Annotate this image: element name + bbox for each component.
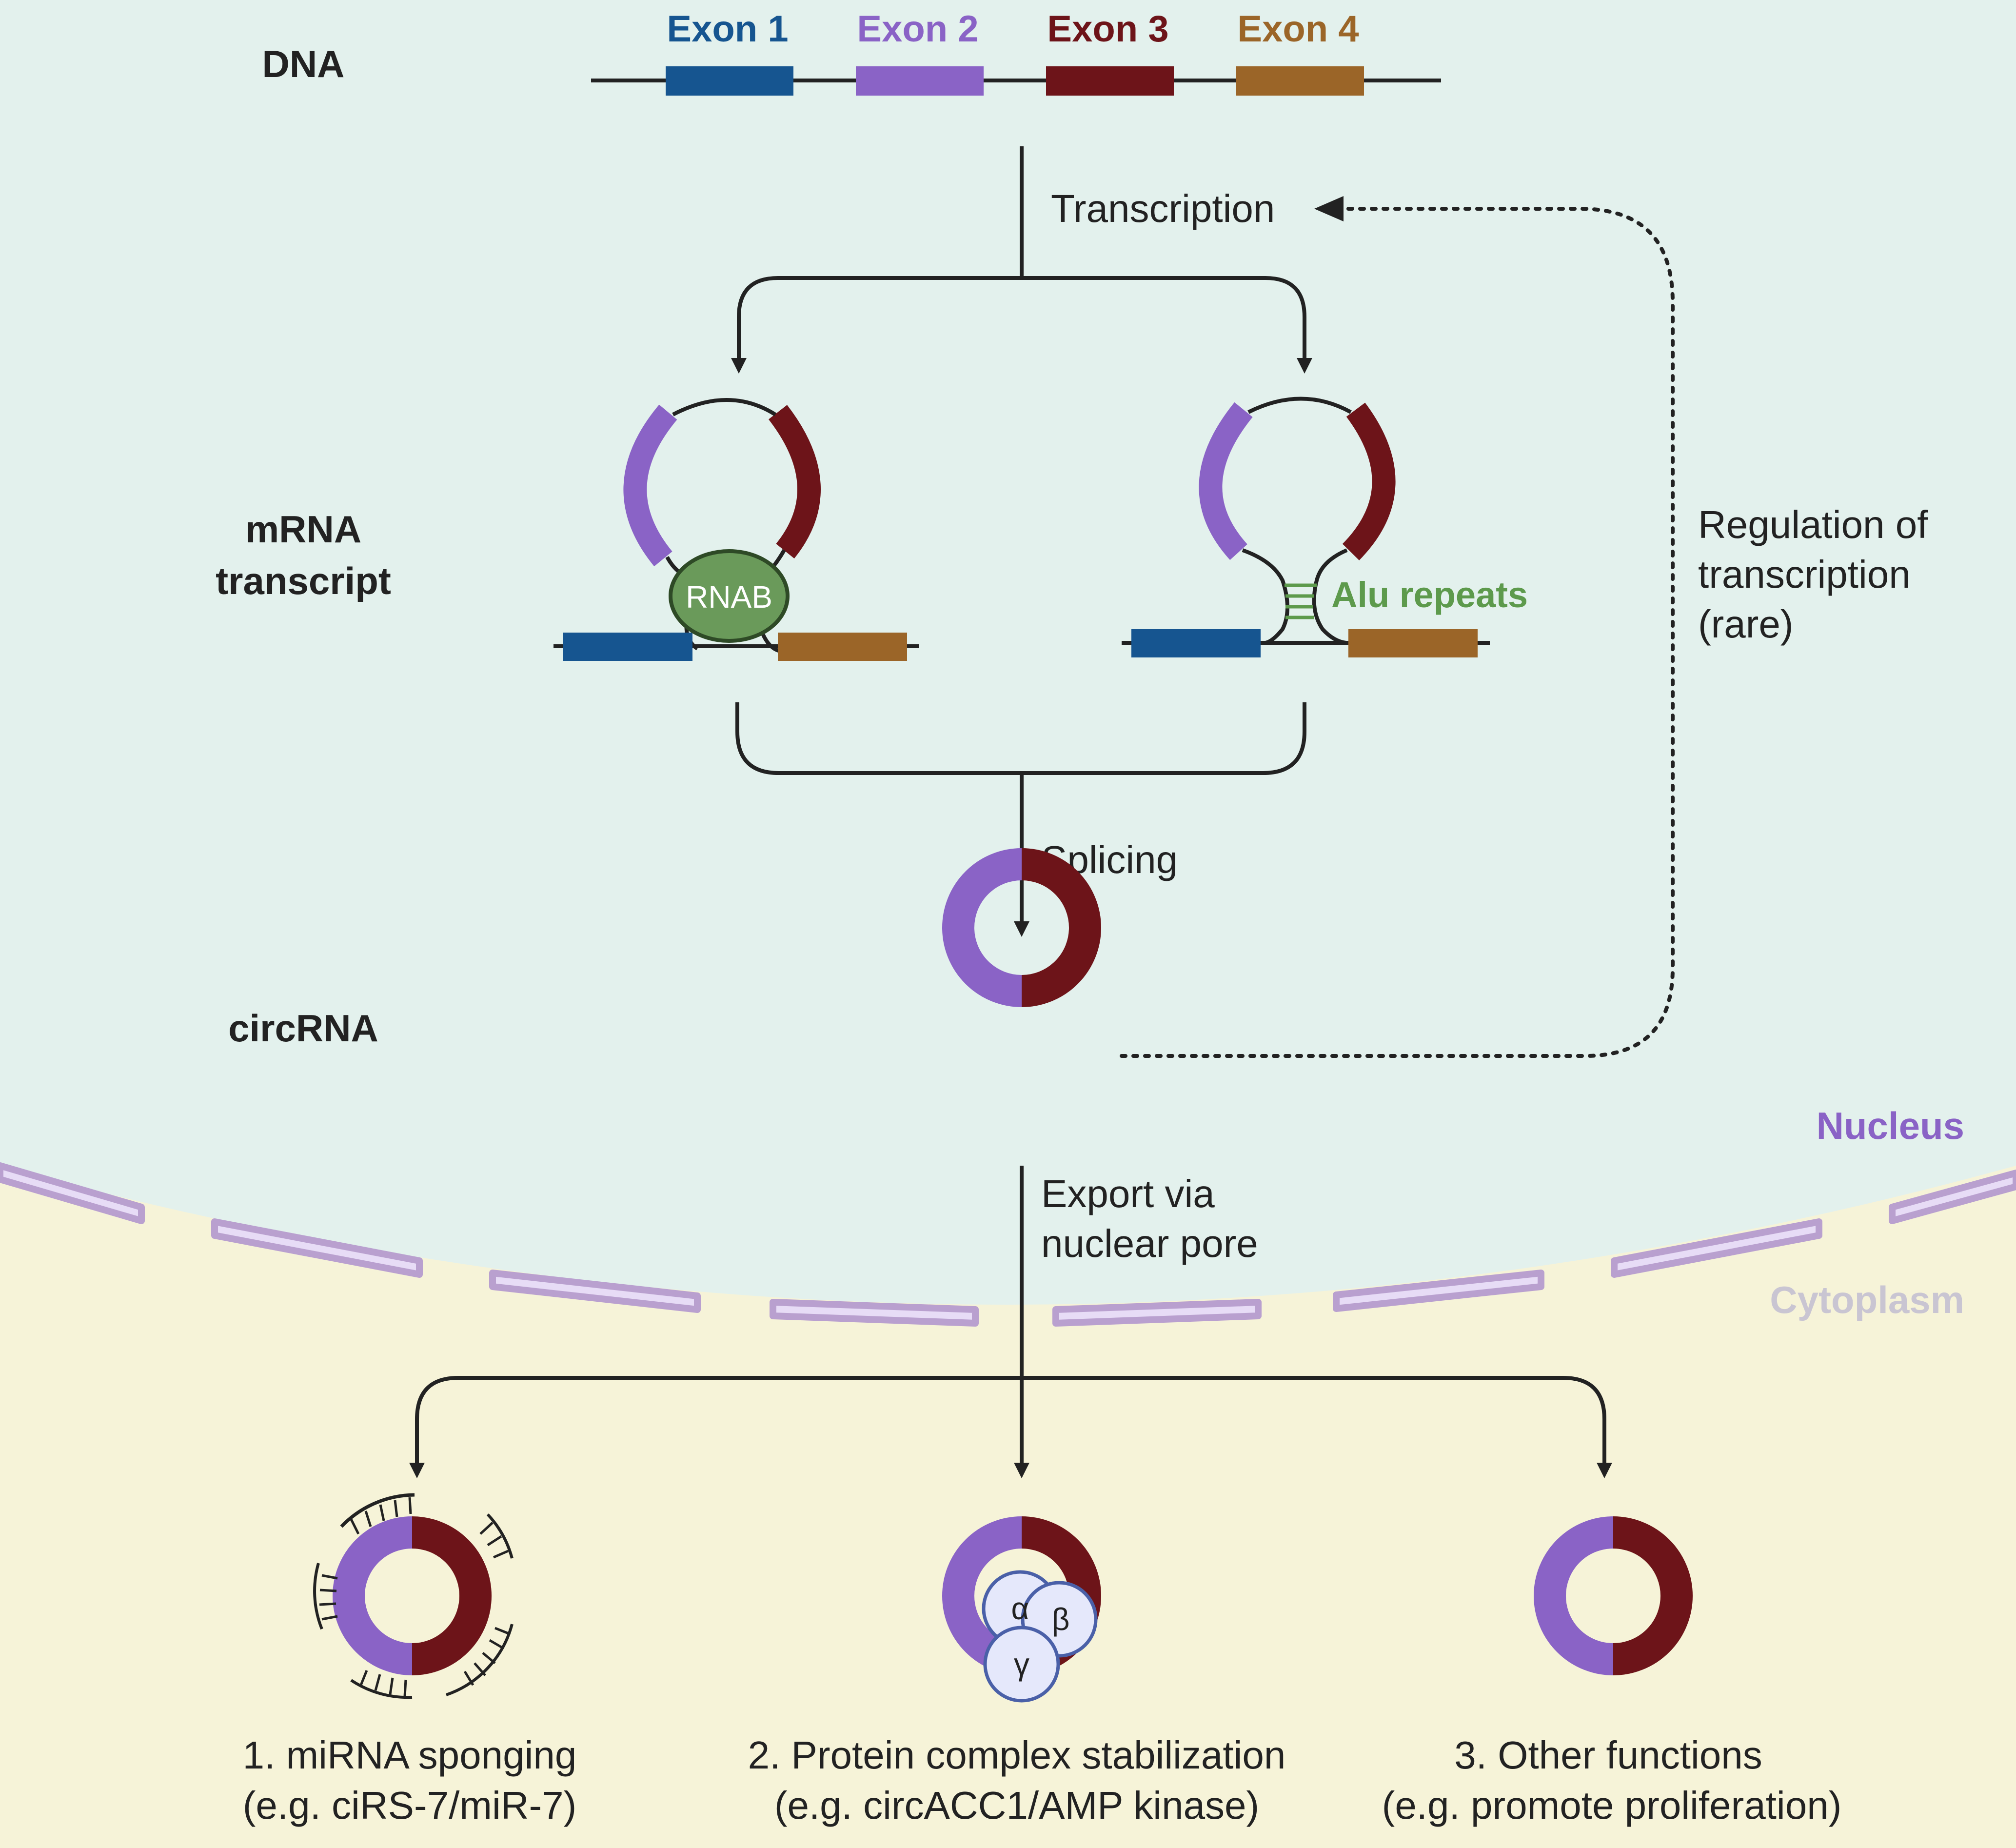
function-1-example: (e.g. ciRS-7/miR-7)	[243, 1784, 577, 1827]
nuclear-pore-segment	[489, 1270, 701, 1313]
nuclear-pore-segment	[211, 1218, 423, 1278]
nuclear-pore-segment	[0, 1162, 145, 1224]
transcription-label: Transcription	[1051, 187, 1275, 230]
export-arrows	[409, 1166, 1612, 1478]
transcript-rnab: RNAB	[553, 398, 919, 661]
nuclear-circrna	[942, 848, 1101, 1007]
export-label-line1: Export via	[1041, 1172, 1215, 1215]
alu-repeats-label: Alu repeats	[1331, 575, 1528, 615]
other-functions-circrna	[1534, 1516, 1693, 1675]
exon-2-label: Exon 2	[857, 8, 978, 50]
function-2-example: (e.g. circACC1/AMP kinase)	[774, 1784, 1259, 1827]
export-label-line2: nuclear pore	[1041, 1222, 1258, 1265]
regulation-label-line1: Regulation of	[1698, 503, 1928, 546]
row-label-dna: DNA	[262, 42, 345, 85]
nucleus-label: Nucleus	[1817, 1104, 1964, 1147]
function-2-title: 2. Protein complex stabilization	[748, 1733, 1286, 1777]
exon-3-block	[1046, 66, 1174, 96]
exon-1-block	[666, 66, 793, 96]
exon-2-block	[856, 66, 984, 96]
regulation-label-line3: (rare)	[1698, 602, 1794, 646]
protein-beta-label: β	[1052, 1602, 1070, 1637]
nuclear-pore-segment	[1611, 1218, 1822, 1278]
nuclear-envelope	[0, 1162, 2016, 1327]
row-label-circrna: circRNA	[228, 1007, 378, 1050]
cytoplasm-label: Cytoplasm	[1770, 1278, 1964, 1321]
nucleus-background	[0, 0, 2016, 1305]
protein-alpha-label: α	[1011, 1591, 1029, 1626]
protein-gamma	[983, 1626, 1060, 1703]
row-label-mrna: mRNA	[245, 508, 361, 551]
function-3-example: (e.g. promote proliferation)	[1382, 1784, 1842, 1827]
regulation-label-line2: transcription	[1698, 553, 1911, 596]
mirna-sponge-circrna	[313, 1493, 514, 1699]
row-label-transcript: transcript	[216, 559, 391, 602]
transcript-alu: Alu repeats	[1122, 397, 1528, 657]
nuclear-pore-segment	[770, 1299, 979, 1327]
function-3-title: 3. Other functions	[1454, 1733, 1762, 1777]
exon-4-label: Exon 4	[1237, 8, 1359, 50]
exon-1-label: Exon 1	[667, 8, 788, 50]
function-1-title: 1. miRNA sponging	[243, 1733, 577, 1777]
nuclear-pore-segment	[1333, 1270, 1544, 1312]
protein-complex-circrna: α β γ	[942, 1516, 1101, 1703]
exon-3-label: Exon 3	[1047, 8, 1168, 50]
rnab-label: RNAB	[686, 579, 772, 615]
transcription-arrows	[731, 146, 1312, 374]
nuclear-pore-segment	[1889, 1170, 2016, 1224]
nuclear-pore-segment	[1052, 1299, 1262, 1327]
rnab-protein	[669, 549, 790, 643]
regulation-arrowhead	[1314, 196, 1344, 221]
regulation-feedback-arrow	[1120, 207, 1675, 1058]
protein-gamma-label: γ	[1014, 1647, 1029, 1682]
exon-4-block	[1236, 66, 1364, 96]
